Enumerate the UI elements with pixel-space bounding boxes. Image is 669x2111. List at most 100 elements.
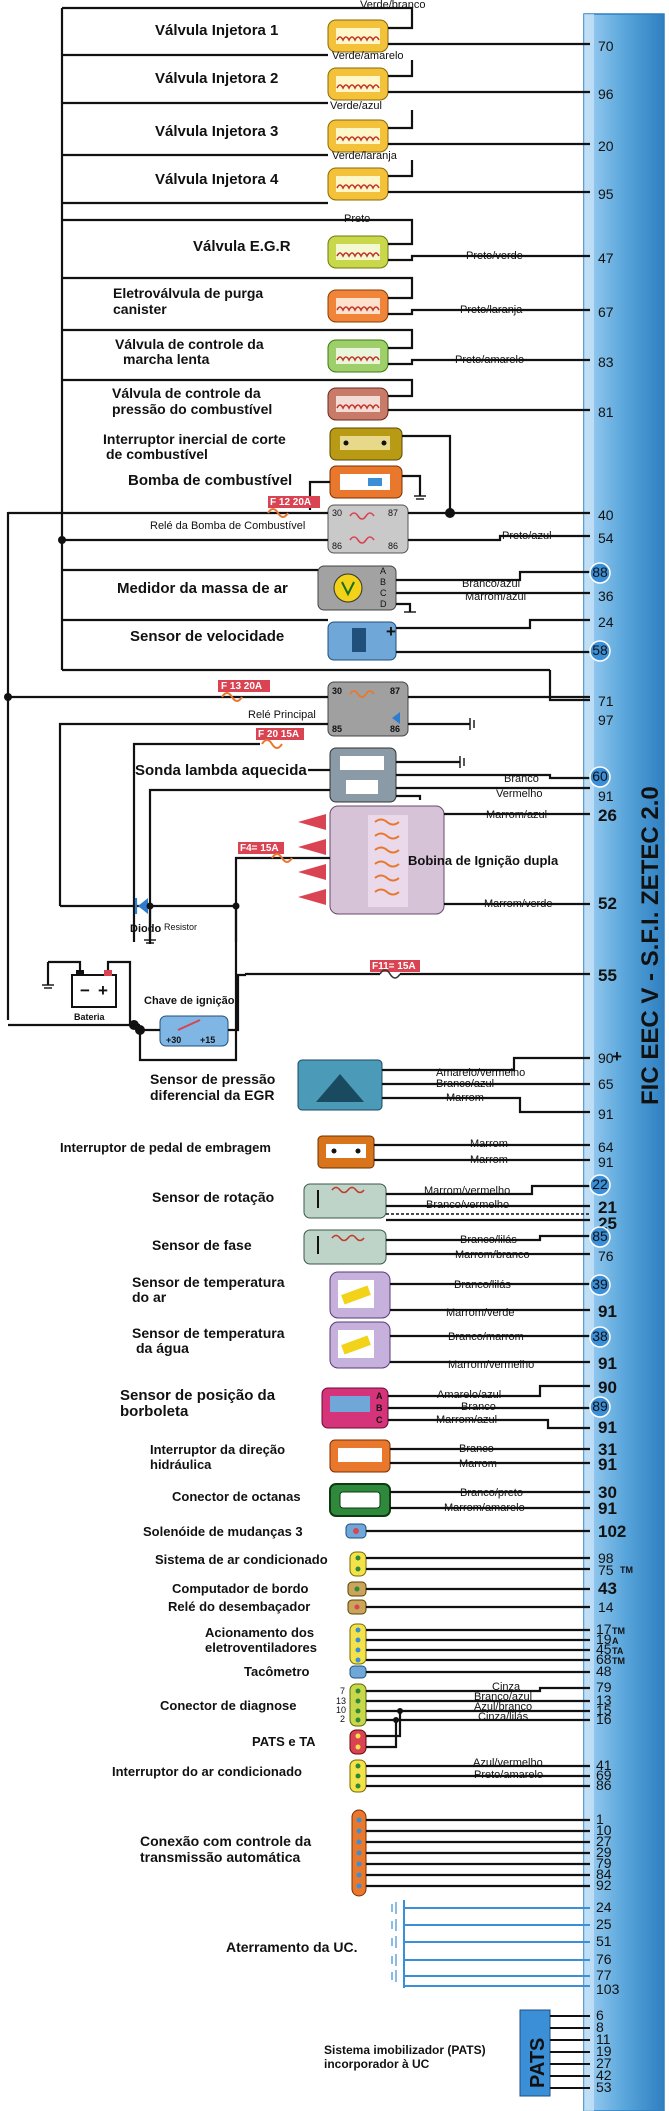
injector-2: Válvula Injetora 2 Verde/amarelo bbox=[62, 50, 590, 105]
maf-pin-d: D bbox=[380, 599, 387, 609]
egr-sensor-label-1: Sensor de pressão bbox=[150, 1071, 275, 1087]
steering-switch: Interruptor da direção hidráulica Branco… bbox=[150, 1439, 590, 1473]
ignition-30: +30 bbox=[166, 1035, 181, 1045]
main-relay-30: 30 bbox=[332, 686, 342, 696]
speed-label: Sensor de velocidade bbox=[130, 628, 284, 645]
lambda-label: Sonda lambda aquecida bbox=[135, 762, 307, 779]
wire-verde-branco: Verde/branco bbox=[360, 0, 425, 11]
pin-36: 36 bbox=[598, 588, 614, 604]
resistor: Resistor bbox=[144, 906, 197, 944]
ecu-bar bbox=[583, 13, 665, 2111]
ta-45: TA bbox=[612, 1646, 624, 1656]
tm-17: TM bbox=[612, 1626, 625, 1636]
pin-55: 55 bbox=[598, 966, 617, 985]
trans-label-2: transmissão automática bbox=[140, 1849, 300, 1865]
pin-83: 83 bbox=[598, 354, 614, 370]
fuse-f13-label: F 13 20A bbox=[221, 681, 262, 692]
immob-label-2: incorporador à UC bbox=[324, 2057, 430, 2071]
pin-31: 31 bbox=[598, 1440, 617, 1459]
pin-58: 58 bbox=[592, 642, 608, 658]
shift-label: Solenóide de mudanças 3 bbox=[143, 1524, 303, 1539]
ac-switch-label: Interruptor do ar condicionado bbox=[112, 1764, 302, 1779]
transmission-connection: Conexão com controle da transmissão auto… bbox=[140, 1809, 590, 1897]
diag-pin-13: 13 bbox=[336, 1696, 346, 1706]
air-temp-label-2: do ar bbox=[132, 1289, 167, 1305]
speed-sensor: Sensor de velocidade + bbox=[62, 618, 590, 661]
pin-69: 69 bbox=[596, 1767, 612, 1783]
pats-ta-label: PATS e TA bbox=[252, 1734, 316, 1749]
purge-label-2: canister bbox=[113, 301, 167, 317]
injector-1-label: Válvula Injetora 1 bbox=[155, 22, 278, 39]
pin-91: 91 bbox=[598, 1154, 614, 1170]
wire-marrom-verde-2: Marrom/verde bbox=[446, 1307, 514, 1319]
wire-preto-azul: Preto/azul bbox=[502, 530, 552, 542]
pin-52: 52 bbox=[598, 894, 617, 913]
fuel-pressure-valve: Válvula de controle da pressão do combus… bbox=[62, 378, 590, 421]
inertia-switch: Interruptor inercial de corte de combust… bbox=[103, 427, 452, 513]
rpm-label: Sensor de rotação bbox=[152, 1189, 274, 1205]
press-label-2: pressão do combustível bbox=[112, 401, 272, 417]
pin-circle-89 bbox=[589, 1396, 611, 1418]
wire-marrom-c1: Marrom bbox=[470, 1138, 508, 1150]
phase-sensor: Sensor de fase Branco/lilás Marrom/branc… bbox=[152, 1229, 590, 1265]
wire-branco-preto: Branco/preto bbox=[460, 1487, 523, 1499]
pin-90-plus: + bbox=[612, 1047, 622, 1066]
ac-system-label: Sistema de ar condicionado bbox=[155, 1552, 328, 1567]
wire-marrom-vermelho: Marrom/vermelho bbox=[424, 1185, 510, 1197]
pin-26: 26 bbox=[598, 806, 617, 825]
ignition-switch: Chave de ignição +30 +15 bbox=[129, 906, 246, 1062]
tps-pin-b: B bbox=[376, 1403, 383, 1413]
pump-label: Bomba de combustível bbox=[128, 472, 292, 489]
air-temp-sensor: Sensor de temperatura do ar Branco/lilás… bbox=[132, 1271, 590, 1319]
pin-circle-58 bbox=[589, 640, 611, 662]
pin-88: 88 bbox=[592, 564, 608, 580]
injector-1: Válvula Injetora 1 Verde/branco bbox=[62, 0, 590, 57]
pin-70: 70 bbox=[598, 38, 614, 54]
resistor-label: Resistor bbox=[164, 922, 197, 932]
pin-90: 90 bbox=[598, 1378, 617, 1397]
pin-circle-22 bbox=[589, 1174, 611, 1196]
maf-sensor: Medidor da massa de ar A B C D Branco/az… bbox=[62, 565, 590, 613]
trans-label-1: Conexão com controle da bbox=[140, 1833, 311, 1849]
tps-sensor: Sensor de posição da borboleta A B C Ama… bbox=[120, 1384, 590, 1430]
pin-103: 103 bbox=[596, 1981, 620, 1997]
fan-control: Acionamento dos eletroventiladores bbox=[205, 1623, 590, 1665]
wire-verde-azul: Verde/azul bbox=[330, 100, 382, 112]
battery: − + Bateria bbox=[8, 960, 140, 1027]
wire-branco-dir: Branco bbox=[459, 1443, 494, 1455]
maf-pin-c: C bbox=[380, 588, 387, 598]
maf-label: Medidor da massa de ar bbox=[117, 580, 288, 597]
pats-immobilizer: PATS Sistema imobilizador (PATS) incorpo… bbox=[324, 2009, 590, 2097]
wire-marrom-azul-2: Marrom/azul bbox=[486, 809, 547, 821]
pump-relay: 30 87 86 86 Relé da Bomba de Combustível… bbox=[8, 504, 590, 554]
wire-cinza-lilas: Cinza/lilás bbox=[478, 1711, 529, 1723]
wire-preto-verde: Preto/verde bbox=[466, 250, 523, 262]
steering-label-2: hidráulica bbox=[150, 1457, 212, 1472]
pin-97: 97 bbox=[598, 712, 614, 728]
injector-4-label: Válvula Injetora 4 bbox=[155, 171, 279, 188]
pin-15: 15 bbox=[596, 1702, 612, 1718]
pin-17: 17 bbox=[596, 1621, 612, 1637]
wire-marrom-azul: Marrom/azul bbox=[465, 591, 526, 603]
diag-pin-7: 7 bbox=[340, 1686, 345, 1696]
main-relay-label: Relé Principal bbox=[248, 709, 316, 721]
main-relay-87: 87 bbox=[390, 686, 400, 696]
idle-label-2: marcha lenta bbox=[123, 351, 210, 367]
wire-marrom-amarelo: Marrom/amarelo bbox=[444, 1502, 525, 1514]
injector-4: Válvula Injetora 4 Verde/laranja bbox=[62, 150, 590, 205]
maf-pin-a: A bbox=[380, 566, 386, 576]
pin-10: 10 bbox=[596, 1822, 612, 1838]
fuel-pump: Bomba de combustível bbox=[128, 465, 426, 510]
trip-computer: Computador de bordo bbox=[172, 1581, 590, 1597]
pin-43: 43 bbox=[598, 1579, 617, 1598]
ac-system: Sistema de ar condicionado bbox=[155, 1551, 590, 1577]
fuse-f20-label: F 20 15A bbox=[258, 729, 299, 740]
ecu-ground: Aterramento da UC. bbox=[226, 1900, 590, 1988]
wire-marrom-c2: Marrom bbox=[470, 1154, 508, 1166]
pin-circle-88 bbox=[589, 562, 611, 584]
octane-connector: Conector de octanas Branco/preto Marrom/… bbox=[172, 1483, 590, 1517]
wire-amarelo-azul: Amarelo/azul bbox=[437, 1389, 501, 1401]
defrost-label: Relé do desembaçador bbox=[168, 1599, 310, 1614]
tm-marks: TM TM A TA TM bbox=[612, 1565, 633, 1666]
